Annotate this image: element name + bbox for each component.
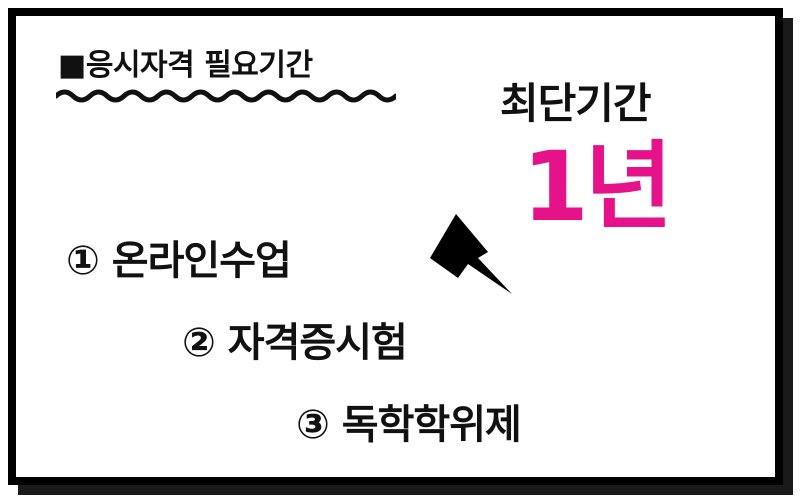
section-title: ■응시자격 필요기간 xyxy=(58,48,313,83)
step-certificate-exam: ② 자격증시험 xyxy=(182,320,408,366)
arrow-up-left-icon xyxy=(430,214,512,294)
info-card xyxy=(8,8,783,485)
step-self-study-degree: ③ 독학학위제 xyxy=(296,402,522,448)
step-online-class: ① 온라인수업 xyxy=(66,238,292,284)
min-period-value: 1년 xyxy=(522,131,673,243)
wavy-underline xyxy=(56,89,396,103)
min-period-label: 최단기간 xyxy=(500,79,652,128)
